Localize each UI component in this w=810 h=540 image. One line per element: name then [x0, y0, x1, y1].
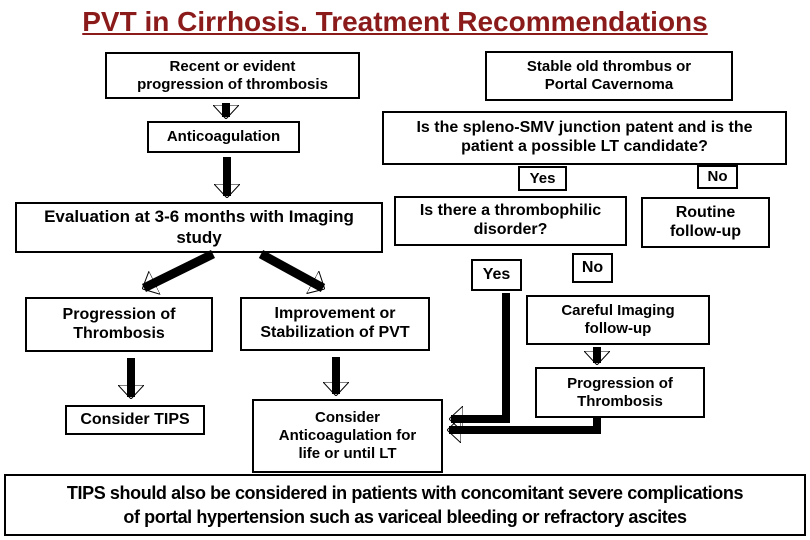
label-yes-spleno: Yes: [518, 166, 567, 191]
connector-progression-right-to-consider-anticoag: [449, 417, 601, 430]
node-consider-anticoagulation-life: Consider Anticoagulation for life or unt…: [252, 399, 443, 473]
page-title: PVT in Cirrhosis. Treatment Recommendati…: [82, 6, 708, 37]
node-stable-old-thrombus: Stable old thrombus or Portal Cavernoma: [485, 51, 733, 101]
node-spleno-smv-question: Is the spleno-SMV junction patent and is…: [382, 111, 787, 165]
node-consider-tips: Consider TIPS: [65, 405, 205, 435]
node-progression-of-thrombosis-left: Progression of Thrombosis: [25, 297, 213, 352]
label-no-thrombophilic: No: [572, 253, 613, 283]
node-improvement-stabilization: Improvement or Stabilization of PVT: [240, 297, 430, 351]
label-no-spleno: No: [697, 165, 738, 189]
node-evaluation-3-6-months: Evaluation at 3-6 months with Imaging st…: [15, 202, 383, 253]
node-careful-imaging-followup: Careful Imaging follow-up: [526, 295, 710, 345]
footer-note: TIPS should also be considered in patien…: [4, 474, 806, 536]
label-yes-thrombophilic: Yes: [471, 259, 522, 291]
node-recent-progression: Recent or evident progression of thrombo…: [105, 52, 360, 99]
node-routine-followup: Routine follow-up: [641, 197, 770, 248]
node-thrombophilic-question: Is there a thrombophilic disorder?: [394, 196, 627, 246]
node-anticoagulation: Anticoagulation: [147, 121, 300, 153]
node-progression-of-thrombosis-right: Progression of Thrombosis: [535, 367, 705, 418]
arrow-evaluation-to-improvement: [258, 250, 323, 288]
arrow-evaluation-to-progression: [144, 249, 215, 288]
connector-yes-thrombophilic-to-consider-anticoag: [451, 293, 510, 419]
